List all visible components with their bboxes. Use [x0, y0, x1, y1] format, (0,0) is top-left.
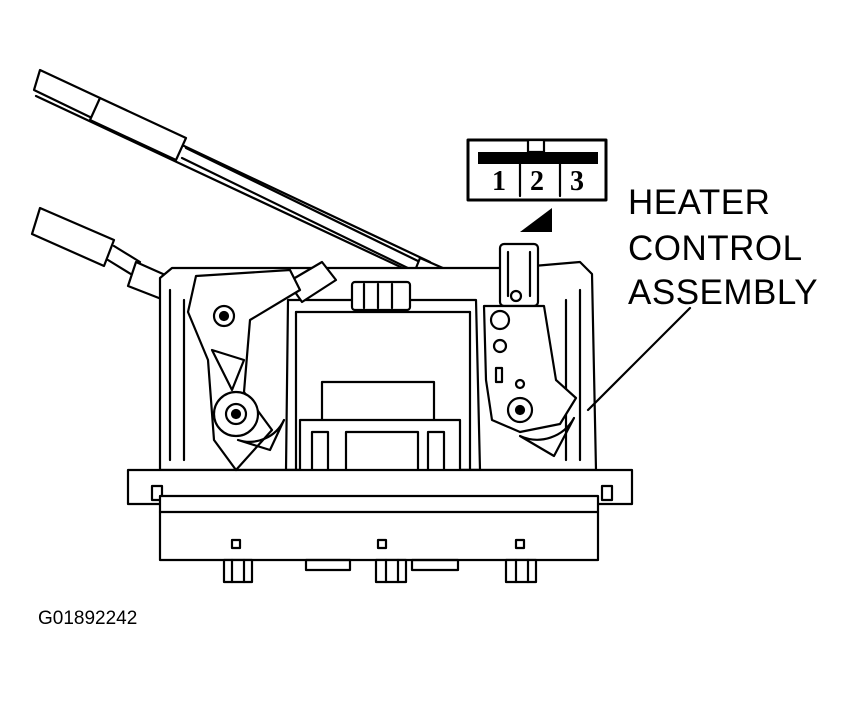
left-lever-mechanism [186, 268, 302, 472]
callout-label-line-3: ASSEMBLY [628, 273, 819, 312]
connector-pin-1: 1 [492, 166, 506, 197]
right-lever-mechanism [482, 242, 578, 458]
callout-label-line-1: HEATER [628, 183, 771, 222]
callout-label-line-2: CONTROL [628, 229, 803, 268]
figure-id: G01892242 [38, 608, 138, 629]
connector-pin-view: 1 2 3 [466, 138, 608, 232]
connector-pin-2: 2 [530, 166, 544, 197]
connector-pin-3: 3 [570, 166, 584, 197]
connector-pointer-arrow [520, 208, 552, 232]
callout-leader-line [586, 306, 692, 412]
